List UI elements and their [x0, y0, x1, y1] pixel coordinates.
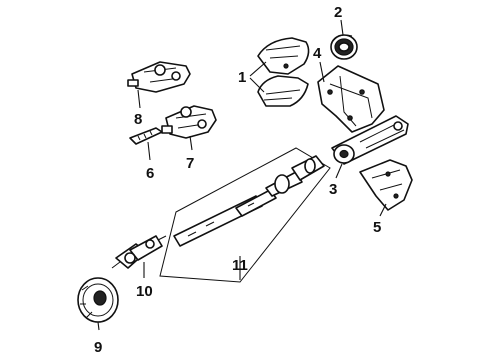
leader-6 [147, 141, 151, 161]
part-10-universal-joint [111, 235, 167, 269]
leader-7 [189, 135, 193, 151]
callout-7: 7 [186, 155, 194, 172]
part-8-lock-housing [127, 61, 191, 93]
part-6-actuator-rack [129, 127, 163, 145]
callout-8: 8 [134, 111, 142, 128]
leader-1a [249, 61, 267, 77]
part-2-bearing-ring [330, 34, 358, 60]
callout-1: 1 [238, 69, 246, 86]
leader-9 [97, 321, 100, 331]
part-11-intermediate-shaft [159, 147, 331, 283]
leader-5 [379, 203, 387, 217]
callout-11: 11 [232, 257, 248, 274]
leader-2 [340, 19, 344, 36]
leader-4 [319, 61, 325, 83]
callout-2: 2 [334, 4, 342, 21]
part-3-column-jacket [331, 115, 409, 165]
leader-1b [249, 77, 265, 93]
callout-6: 6 [146, 165, 154, 182]
part-1-column-shroud [257, 37, 310, 107]
part-9-boot-seal [77, 277, 119, 323]
callout-4: 4 [313, 45, 322, 62]
callout-10: 10 [136, 283, 153, 300]
leader-8 [137, 89, 141, 109]
part-7-switch-assembly [161, 105, 217, 139]
callout-5: 5 [373, 219, 381, 236]
leader-3 [335, 163, 343, 179]
part-4-mounting-bracket [317, 65, 385, 133]
part-5-lower-bracket [359, 159, 413, 211]
callout-3: 3 [329, 181, 337, 198]
callout-9: 9 [94, 339, 102, 356]
